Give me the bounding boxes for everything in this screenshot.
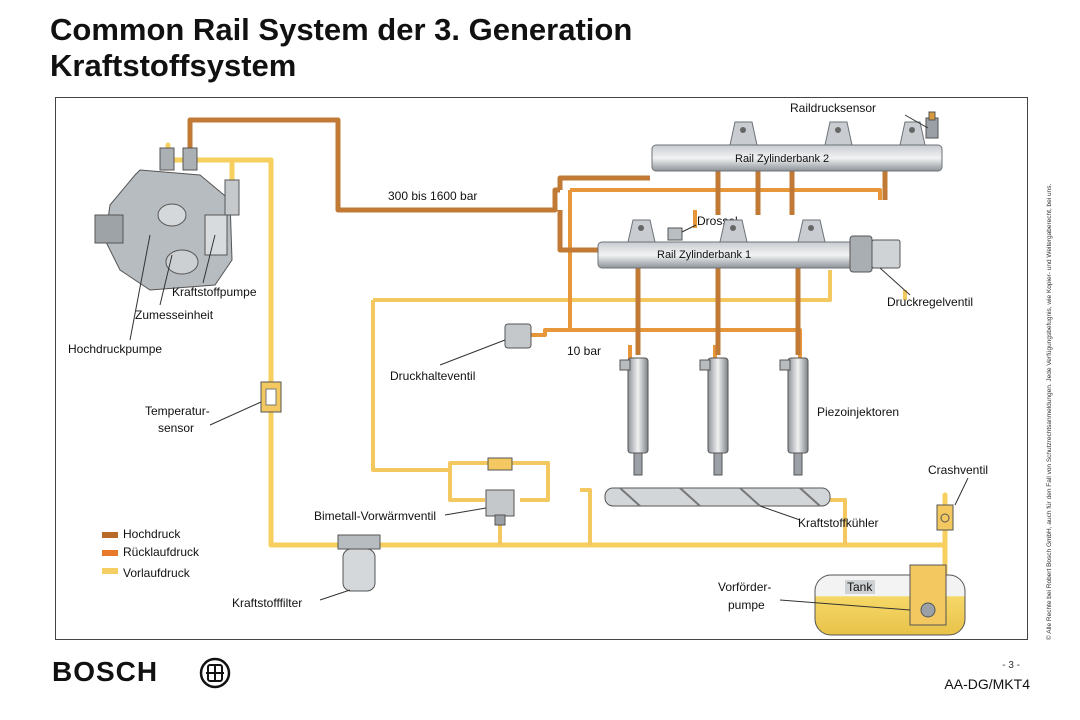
zumesseinheit-label: Zumesseinheit (135, 308, 214, 322)
legend-label-ruecklauf: Rücklaufdruck (123, 545, 200, 559)
high-pressure-pump (94, 147, 240, 341)
rail-bank-2-label: Rail Zylinderbank 2 (735, 153, 829, 165)
pressure-control-valve (849, 235, 911, 296)
department-code: AA-DG/MKT4 (944, 676, 1030, 692)
pressure-hold-valve (439, 323, 532, 366)
vorfoerder-label-2: pumpe (728, 598, 765, 612)
rail-bank-2: Rail Zylinderbank 2 (651, 121, 943, 172)
legend-swatch-hochdruck (102, 532, 118, 538)
copyright-notice: © Alle Rechte bei Robert Bosch GmbH, auc… (1046, 183, 1053, 640)
kraftstoffpumpe-label: Kraftstoffpumpe (172, 285, 257, 299)
kraftstofffilter-label: Kraftstofffilter (232, 596, 302, 610)
bosch-armature-icon (199, 657, 231, 689)
title-line-1: Common Rail System der 3. Generation (50, 12, 633, 47)
piezo-injectors (619, 357, 809, 476)
crash-valve (936, 477, 969, 531)
tank-label: Tank (847, 580, 873, 594)
bimetall-label: Bimetall-Vorwärmventil (314, 509, 436, 523)
raildrucksensor-label: Raildrucksensor (790, 101, 876, 115)
legend-label-hochdruck: Hochdruck (123, 527, 181, 541)
rail-bank-1: Rail Zylinderbank 1 (597, 219, 899, 269)
diagram-frame (55, 97, 1028, 640)
low-pressure-label: 10 bar (567, 344, 601, 358)
crashventil-label: Crashventil (928, 463, 988, 477)
temperatursensor-label-2: sensor (158, 421, 194, 435)
fuel-cooler (604, 487, 831, 521)
kraftstoffkuehler-label: Kraftstoffkühler (798, 516, 878, 530)
vorfoerder-label-1: Vorförder- (718, 580, 771, 594)
injector-3 (779, 357, 809, 476)
hochdruckpumpe-label: Hochdruckpumpe (68, 342, 162, 356)
fuel-tank (779, 564, 966, 636)
page-title: Common Rail System der 3. Generation Kra… (50, 12, 632, 84)
high-pressure-label: 300 bis 1600 bar (388, 189, 477, 203)
druckregelventil-label: Druckregelventil (887, 295, 973, 309)
title-line-2: Kraftstoffsystem (50, 48, 297, 83)
bimetal-valve (444, 457, 515, 526)
rail-bank-1-label: Rail Zylinderbank 1 (657, 249, 751, 261)
bosch-logo-text: BOSCH (52, 656, 159, 687)
injector-2 (699, 357, 729, 476)
temperature-sensor (209, 381, 282, 426)
legend-label-vorlauf: Vorlaufdruck (123, 566, 191, 580)
temperatursensor-label-1: Temperatur- (145, 404, 210, 418)
injector-1 (619, 357, 649, 476)
druckhalteventil-label: Druckhalteventil (390, 369, 475, 383)
legend: Hochdruck Rücklaufdruck Vorlaufdruck (102, 527, 200, 580)
fuel-filter (319, 534, 381, 601)
page-number: - 3 - (1002, 660, 1020, 671)
high-pressure-lines (187, 117, 888, 355)
legend-swatch-vorlauf (102, 568, 118, 574)
rail-pressure-sensor (904, 111, 939, 139)
piezoinjektoren-label: Piezoinjektoren (817, 405, 899, 419)
legend-swatch-ruecklauf (102, 550, 118, 556)
throttle (667, 224, 697, 241)
